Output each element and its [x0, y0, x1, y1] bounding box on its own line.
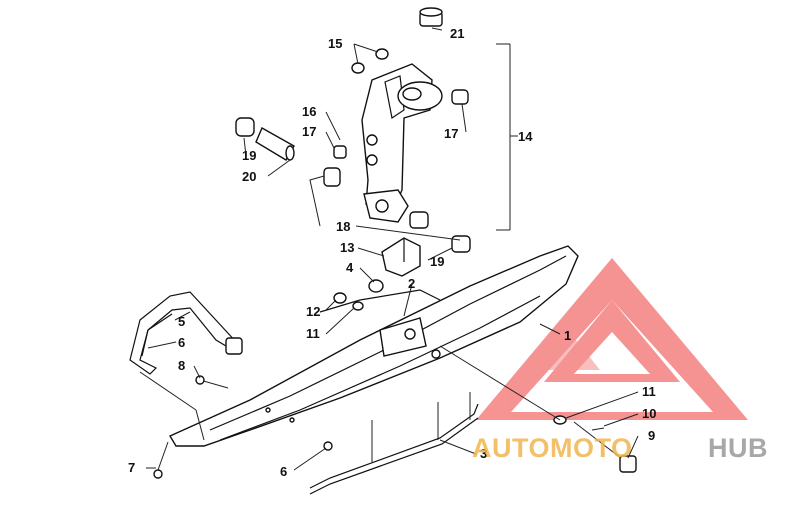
callout-8: 8 — [178, 358, 185, 373]
axle-tube — [235, 117, 295, 161]
callout-11: 11 — [306, 326, 320, 341]
callout-10: 10 — [642, 406, 656, 421]
callout-9: 9 — [648, 428, 655, 443]
washer — [333, 292, 364, 311]
callout-16: 16 — [302, 104, 316, 119]
callout-15: 15 — [328, 36, 342, 51]
watermark-brand-part2: HUB — [708, 433, 768, 463]
callout-6: 6 — [178, 335, 185, 350]
spindle-assembly — [361, 63, 443, 223]
callout-5: 5 — [178, 314, 185, 329]
watermark-logo — [476, 258, 748, 420]
callout-17: 17 — [302, 124, 316, 139]
callout-14: 14 — [518, 129, 533, 144]
callout-2: 2 — [408, 276, 415, 291]
callout-19-lower: 19 — [430, 254, 444, 269]
ski — [168, 245, 579, 447]
watermark-brand-part1: AUTOMOTO — [472, 433, 633, 463]
callout-17-right: 17 — [444, 126, 458, 141]
callout-18: 18 — [336, 219, 350, 234]
watermark-text: AUTOMOTO HUB — [472, 433, 768, 463]
callout-4: 4 — [346, 260, 354, 275]
callout-6-lower: 6 — [280, 464, 287, 479]
callout-21: 21 — [450, 26, 464, 41]
bracket — [381, 237, 421, 277]
callout-7: 7 — [128, 460, 135, 475]
callout-13: 13 — [340, 240, 354, 255]
callout-labels: 21 15 16 17 17 14 19 20 18 13 19 4 2 12 … — [128, 26, 656, 479]
ski-handle — [129, 291, 243, 375]
callout-12: 12 — [306, 304, 320, 319]
leader-lines — [139, 27, 639, 471]
callout-3: 3 — [480, 446, 487, 461]
callout-20: 20 — [242, 169, 256, 184]
bushing — [323, 89, 471, 253]
wear-bar — [309, 392, 479, 495]
callout-11-right: 11 — [642, 384, 656, 399]
callout-19: 19 — [242, 148, 256, 163]
nut — [368, 279, 384, 293]
cap — [419, 7, 443, 27]
callout-1: 1 — [564, 328, 571, 343]
bolt — [153, 375, 637, 479]
